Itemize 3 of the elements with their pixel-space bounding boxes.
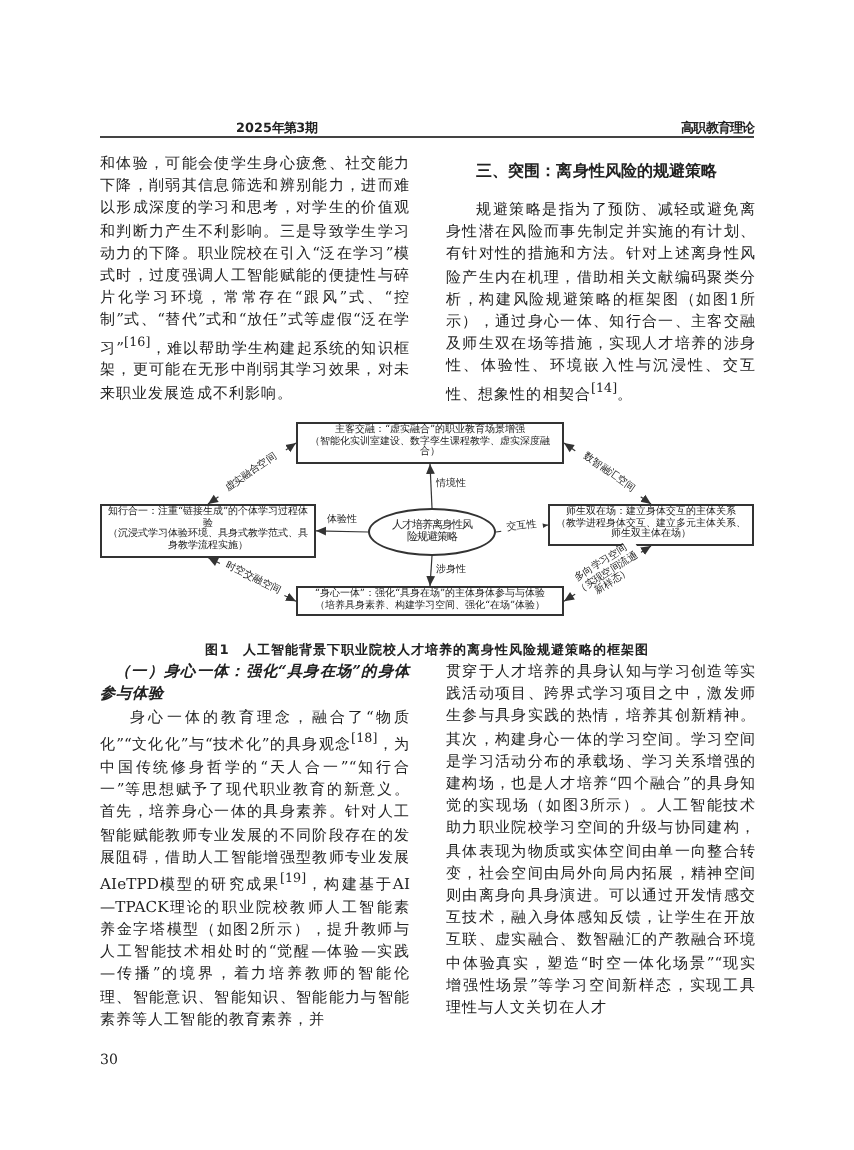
arrow bbox=[426, 463, 435, 509]
arrow bbox=[315, 526, 369, 536]
arrow bbox=[426, 555, 436, 587]
